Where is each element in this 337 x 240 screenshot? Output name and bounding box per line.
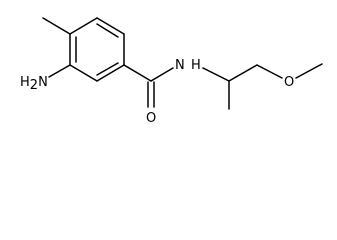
amide-bond [150,67,174,82]
chemical-structure: H2N O N H O [20,17,323,126]
amide-nitrogen-label: N [175,58,185,73]
ether-methyl-bond [295,63,323,79]
methyl-bond [42,17,71,35]
chain-bond [202,67,230,82]
ring-bond [69,64,98,82]
amide-hydrogen-label: H [191,58,201,73]
ring-double-bond [96,62,119,76]
carbonyl-oxygen-label: O [146,111,156,126]
benzene-ring [69,17,125,82]
ring-bond [69,17,98,35]
chain-bond [256,64,283,79]
amine-label: H2N [20,75,48,93]
ring-double-bond [96,23,119,38]
ether-oxygen-label: O [284,75,294,90]
ring-bond [96,17,125,35]
chain-bond [228,64,258,82]
ring-bond [96,64,125,82]
carbonyl-carbon-bond [123,64,152,82]
amine-bond [48,64,71,78]
